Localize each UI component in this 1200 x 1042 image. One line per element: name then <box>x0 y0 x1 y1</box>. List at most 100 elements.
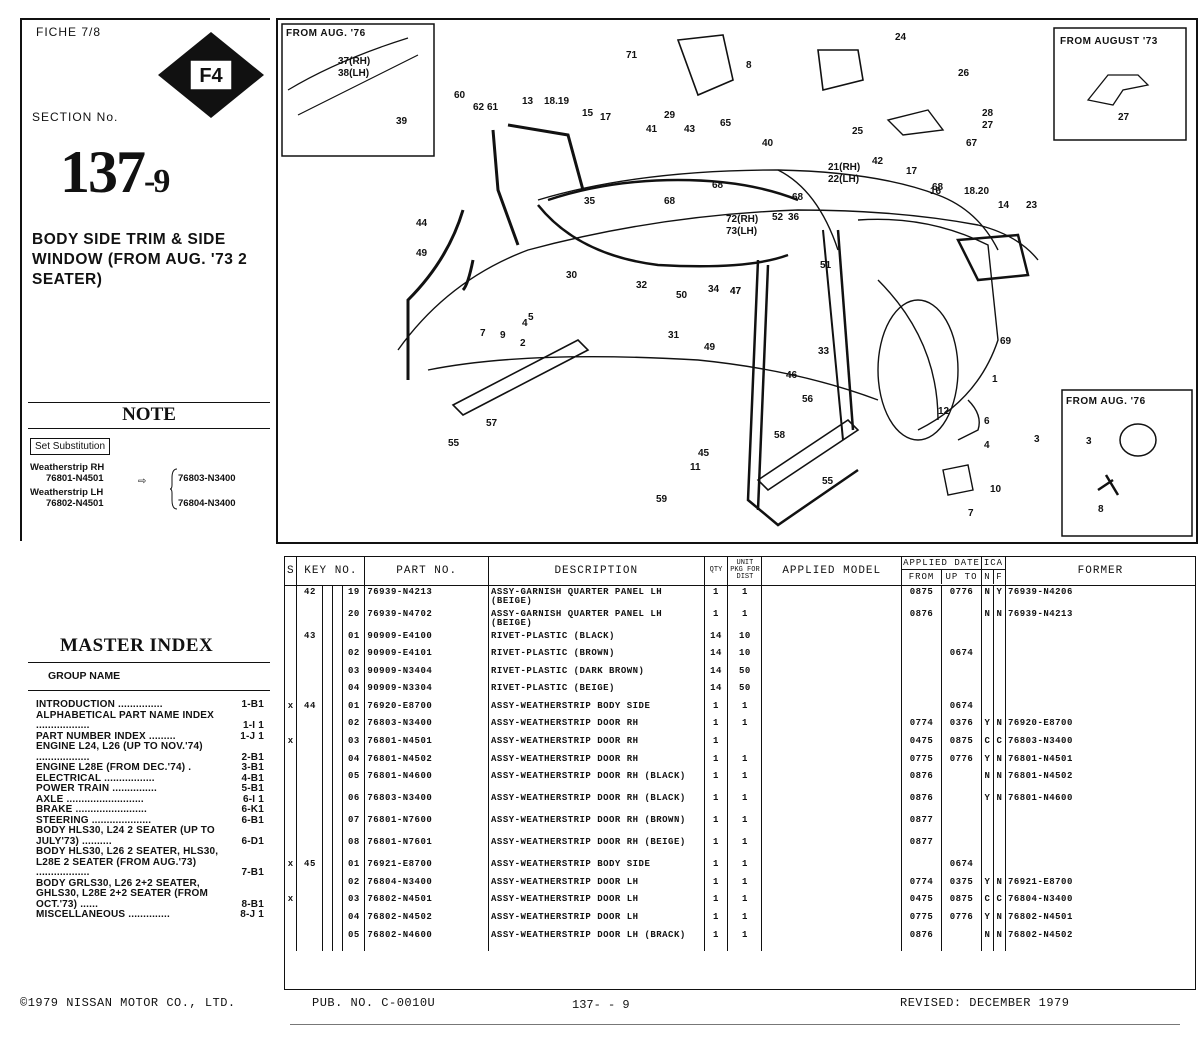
cell-spacer <box>322 607 334 630</box>
cell-applied-up-to: 0674 <box>941 699 982 718</box>
cell-unit-pkg: 1 <box>727 585 763 608</box>
part-callout: 29 <box>664 110 676 121</box>
cell-spacer <box>332 629 344 648</box>
cell-applied-from: 0775 <box>901 752 943 771</box>
cell-ica-f: Y <box>993 585 1006 608</box>
left-panel-frame <box>20 18 270 541</box>
col-header-date: APPLIED DATE FROM UP TO <box>901 557 982 586</box>
cell-spacer <box>332 607 344 630</box>
cell-description: RIVET-PLASTIC (BROWN) <box>488 647 705 665</box>
substitution-arrow-icon: ⇨ <box>138 476 147 487</box>
exploded-diagram: FROM AUG. '76 37(RH) 38(LH) 39 FROM AUGU… <box>276 18 1198 544</box>
cell-spacer <box>322 792 334 815</box>
cell-former-part: 76939-N4206 <box>1007 586 1073 597</box>
cell-part-no: 76801-N4600 <box>364 770 490 793</box>
cell-former-part <box>1005 858 1195 876</box>
cell-spacer <box>332 682 344 700</box>
part-callout: 14 <box>998 200 1010 211</box>
part-callout: 8 <box>1098 504 1104 515</box>
cell-ica-n <box>981 814 994 837</box>
cell-ica-f: N <box>993 792 1006 815</box>
part-callout: 49 <box>704 342 716 353</box>
cell-description: ASSY-WEATHERSTRIP BODY SIDE <box>488 699 705 718</box>
cell-key-no: 45 <box>296 858 324 876</box>
cell-applied-from: 0475 <box>901 893 943 912</box>
cell-applied-model <box>761 875 903 894</box>
part-callout: 62 <box>473 102 485 113</box>
cell-applied-up-to <box>941 607 982 630</box>
cell-ica-f: N <box>993 752 1006 771</box>
part-callout: 50 <box>676 290 688 301</box>
part-callout: 18.20 <box>964 186 990 197</box>
part-callout: 30 <box>566 270 578 281</box>
master-index-item: MISCELLANEOUS ..............8-J 1 <box>36 909 266 921</box>
cell-former-part: 76920-E8700 <box>1007 718 1073 729</box>
master-index-item: BODY GRLS30, L26 2+2 SEATER, GHLS30, L28… <box>36 878 266 911</box>
cell-applied-up-to <box>941 792 982 815</box>
cell-applied-up-to: 0376 <box>941 717 982 736</box>
cell-s <box>285 770 298 793</box>
part-callout: 3 <box>1034 434 1040 445</box>
cell-qty: 1 <box>704 717 729 736</box>
cell-applied-model <box>761 607 903 630</box>
cell-key-no <box>296 664 324 683</box>
cell-applied-from: 0774 <box>901 717 943 736</box>
cell-unit-pkg: 50 <box>727 682 763 700</box>
cell-unit-pkg: 1 <box>727 607 763 630</box>
cell-description: RIVET-PLASTIC (BLACK) <box>488 629 705 648</box>
cell-ica-n: C <box>981 735 994 753</box>
group-page: 6-B1 <box>241 814 264 826</box>
cell-s <box>285 792 298 815</box>
cell-applied-model <box>761 735 903 753</box>
cell-former-part <box>1005 700 1195 718</box>
cell-spacer <box>322 928 334 951</box>
car-body-drawing <box>281 23 1193 537</box>
part-callout: 35 <box>584 196 596 207</box>
cell-ica-n <box>981 682 994 700</box>
cell-description: ASSY-WEATHERSTRIP DOOR RH <box>488 717 705 736</box>
part-callout: 38(LH) <box>338 68 370 79</box>
part-callout: 10 <box>990 484 1002 495</box>
group-page: 6-K1 <box>241 804 264 815</box>
old-rh-part: 76801-N4501 <box>46 473 104 484</box>
cell-applied-from: 0775 <box>901 911 943 929</box>
part-callout: 25 <box>852 126 864 137</box>
cell-spacer <box>332 814 344 837</box>
set-substitution-label: Set Substitution <box>30 438 111 455</box>
ica-label: ICA <box>981 558 1005 571</box>
brace-icon <box>170 468 178 510</box>
cell-applied-model <box>761 717 903 736</box>
part-callout: 56 <box>802 394 814 405</box>
cell-key-no <box>296 814 324 837</box>
cell-qty: 1 <box>704 735 729 753</box>
cell-qty: 1 <box>704 911 729 929</box>
cell-unit-pkg: 1 <box>727 858 763 876</box>
group-name-label: GROUP NAME <box>48 670 121 682</box>
cell-s <box>285 814 298 837</box>
cell-former-part: 76801-N4502 <box>1007 771 1073 782</box>
cell-applied-model <box>761 792 903 815</box>
cell-applied-model <box>761 858 903 876</box>
cell-key-no: 44 <box>296 699 324 718</box>
cell-qty: 1 <box>704 607 729 630</box>
part-callout: 27 <box>982 120 994 131</box>
part-callout: 49 <box>416 248 428 259</box>
cell-applied-from: 0876 <box>901 770 943 793</box>
cell-unit-pkg: 1 <box>727 699 763 718</box>
cell-ica-n: N <box>981 585 994 608</box>
part-callout: 61 <box>487 102 499 113</box>
part-callout: 8 <box>746 60 752 71</box>
cell-qty: 1 <box>704 814 729 837</box>
cell-s: x <box>285 893 298 912</box>
divider <box>28 402 270 403</box>
part-callout: 3 <box>1086 436 1092 447</box>
cell-part-no: 76939-N4702 <box>364 607 490 630</box>
cell-ica-f: N <box>993 607 1006 630</box>
cell-spacer <box>322 585 334 608</box>
cell-qty: 14 <box>704 664 729 683</box>
cell-ica-f <box>993 682 1006 700</box>
cell-spacer <box>332 770 344 793</box>
